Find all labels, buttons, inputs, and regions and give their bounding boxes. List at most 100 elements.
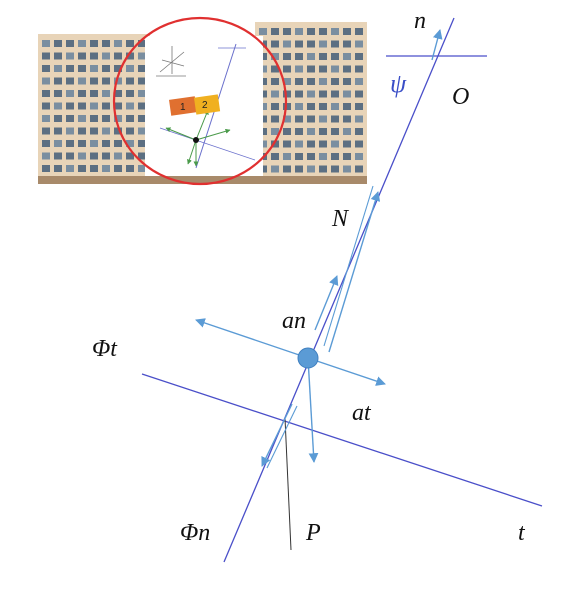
building-window [271,140,279,148]
building-window [66,52,74,60]
building-window [343,90,351,98]
building-window [126,140,134,147]
vector-P-arrow [307,357,319,463]
building-window [319,90,327,98]
building-window [355,65,363,73]
building-window [54,152,62,160]
building-window [355,40,363,48]
building-window [295,28,303,35]
building-window [114,90,122,97]
building-window [102,77,110,85]
building-window [42,127,50,135]
building-window [331,90,339,98]
building-window [126,102,134,110]
mini-box-2-label: 2 [202,100,208,111]
building-window [42,90,50,97]
building-window [114,140,122,147]
building-window [343,140,351,148]
label-N: N [331,206,350,232]
building-window [283,153,291,160]
building-window [102,165,110,172]
building-window [295,65,303,73]
building-window [54,165,62,172]
building-window [319,53,327,60]
building-window [138,52,146,60]
building-window [54,140,62,147]
building-window [319,128,327,135]
building-window [319,103,327,110]
building-window [307,40,315,48]
building-window [126,115,134,122]
building-window [343,78,351,85]
building-window [355,165,363,173]
building-window [343,153,351,160]
building-inset: 1 2 [38,16,367,186]
building-window [54,65,62,72]
mini-box-1 [169,96,197,116]
building-window [138,165,146,172]
building-window [66,40,74,47]
building-window [42,165,50,172]
building-window [54,102,62,110]
label-phi-n: Φn [180,520,210,546]
building-window [319,78,327,85]
vector-phi-n-arrow [261,403,293,467]
building-window [283,28,291,35]
building-window [343,128,351,135]
building-window [343,40,351,48]
building-window [114,77,122,85]
building-window [271,103,279,110]
building-window [78,77,86,85]
building-window [66,140,74,147]
building-window [331,103,339,110]
building-window [319,65,327,73]
building-window [78,165,86,172]
building-window [102,52,110,60]
building-window [271,128,279,135]
building-window [66,115,74,122]
building-window [355,140,363,148]
building-window [295,153,303,160]
building-window [114,40,122,47]
building-window [90,127,98,135]
building-window [295,103,303,110]
building-window [307,103,315,110]
building-window [283,65,291,73]
label-an: an [282,308,306,334]
building-window [271,65,279,73]
building-window [343,53,351,60]
building-window [283,140,291,148]
mini-diagram: 1 2 [156,43,256,169]
building-window [331,115,339,123]
building-window [138,127,146,135]
building-window [54,77,62,85]
building-window [283,165,291,173]
building-window [126,52,134,60]
building-window [42,40,50,47]
building-window [78,152,86,160]
body-point [297,347,319,369]
label-at: at [352,400,372,426]
building-window [295,128,303,135]
label-phi-t: Φt [92,336,118,362]
label-t: t [518,520,526,546]
building-window [42,140,50,147]
building-window [126,152,134,160]
building-window [319,115,327,123]
building-window [54,127,62,135]
building-window [90,52,98,60]
building-window [102,140,110,147]
building-window [78,102,86,110]
building-window [283,78,291,85]
building-window [138,102,146,110]
building-window [331,40,339,48]
building-window [42,52,50,60]
vector-phi-n-arrow-parallel [266,405,298,469]
building-window [283,103,291,110]
building-window [283,40,291,48]
building-window [126,77,134,85]
building-window [102,115,110,122]
label-psi: ψ [390,69,407,98]
building-window [343,165,351,173]
